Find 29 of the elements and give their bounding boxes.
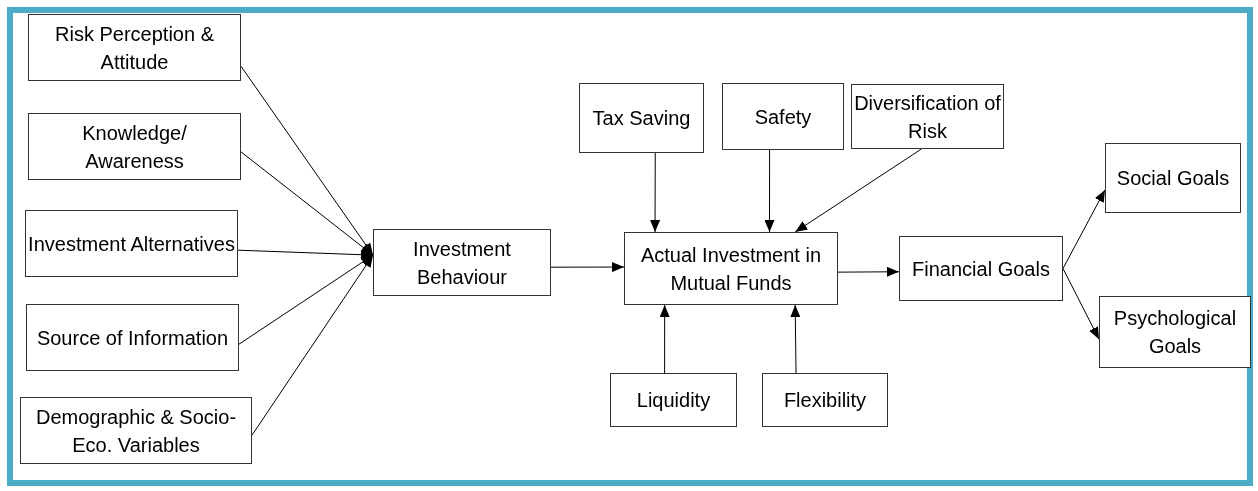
factor-box: Demographic & Socio-Eco. Variables bbox=[20, 397, 252, 464]
factor-box: Investment Behaviour bbox=[373, 229, 551, 296]
arrow bbox=[790, 304, 801, 374]
arrow bbox=[659, 304, 670, 374]
factor-box: Liquidity bbox=[610, 373, 737, 427]
arrow bbox=[764, 149, 775, 233]
factor-box: Knowledge/ Awareness bbox=[28, 113, 241, 180]
arrow bbox=[837, 266, 900, 277]
factor-box: Actual Investment in Mutual Funds bbox=[624, 232, 838, 305]
factor-box: Investment Alternatives bbox=[25, 210, 238, 277]
arrow bbox=[240, 65, 374, 256]
factor-box: Source of Information bbox=[26, 304, 239, 371]
arrow bbox=[251, 254, 374, 436]
factor-box: Psychological Goals bbox=[1099, 296, 1251, 368]
factor-box: Flexibility bbox=[762, 373, 888, 427]
arrow bbox=[794, 148, 922, 233]
factor-box: Diversification of Risk bbox=[851, 84, 1004, 149]
factor-box: Risk Perception & Attitude bbox=[28, 14, 241, 81]
factor-box: Social Goals bbox=[1105, 143, 1241, 213]
arrow bbox=[238, 254, 374, 345]
arrow bbox=[1062, 189, 1106, 269]
arrow bbox=[650, 152, 661, 233]
factor-box: Safety bbox=[722, 83, 844, 150]
arrow bbox=[237, 249, 374, 260]
factor-box: Financial Goals bbox=[899, 236, 1063, 301]
arrow bbox=[240, 151, 374, 256]
arrow bbox=[1062, 268, 1100, 340]
factor-box: Tax Saving bbox=[579, 83, 704, 153]
arrow bbox=[550, 262, 625, 273]
